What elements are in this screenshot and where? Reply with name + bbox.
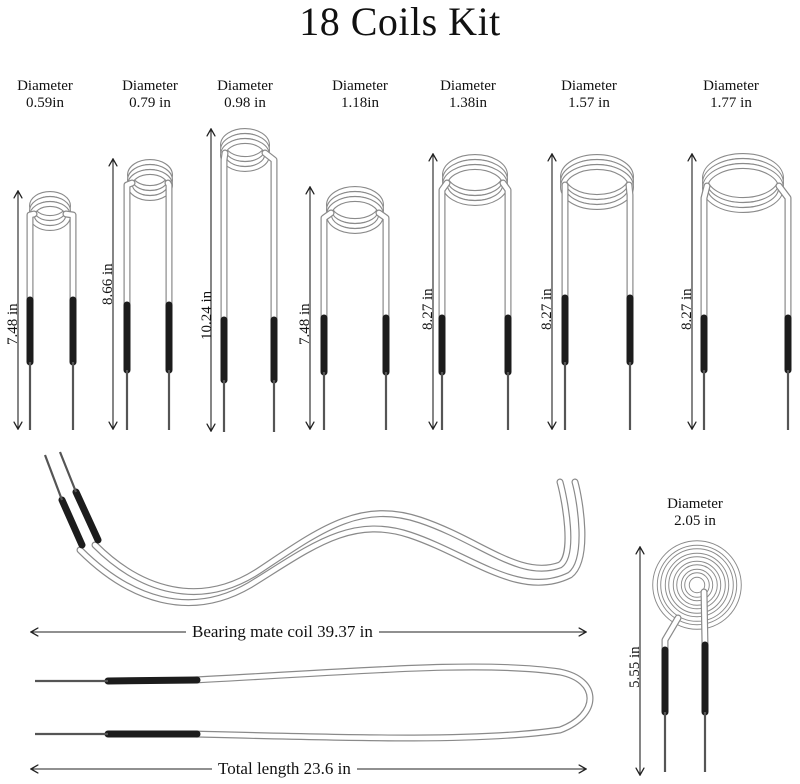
coil-7-left-lead <box>701 183 710 321</box>
pancake-ring <box>677 565 717 605</box>
coil-6-length: 8.27 in <box>539 288 555 330</box>
coil-6-right-lead <box>626 182 633 301</box>
coil-3-right-lead <box>262 150 277 323</box>
pancake-ring <box>669 557 725 613</box>
coil-5-length: 8.27 in <box>420 288 436 330</box>
coil-3-length: 10.24 in <box>199 290 215 340</box>
straight-coil-sleeve-top <box>104 676 201 685</box>
coil-4-left-lead <box>321 210 334 321</box>
straight-coil-label: Total length 23.6 in <box>212 759 357 778</box>
bearing-coil-wire-a <box>92 479 571 594</box>
coil-2-length: 8.66 in <box>100 263 116 305</box>
pancake-ring <box>661 549 733 621</box>
bearing-coil-pin-b <box>58 451 78 493</box>
coil-3-left-lead <box>221 150 228 323</box>
bearing-coil-pin-a <box>43 454 64 501</box>
coil-1-length: 7.48 in <box>5 303 21 345</box>
pancake-ring <box>653 541 741 629</box>
coil-1-right-lead <box>63 211 76 303</box>
bearing-coil-sleeve-a <box>58 496 86 549</box>
kit-title: 18 Coils Kit <box>299 0 501 44</box>
coil-2-left-lead <box>124 180 135 308</box>
pancake-coil-length: 5.55 in <box>627 646 643 688</box>
pancake-right-lead <box>701 589 708 648</box>
coil-1-left-lead <box>27 211 37 303</box>
coil-4-right-lead <box>376 210 389 321</box>
coil-7-length: 8.27 in <box>679 288 695 330</box>
coil-2-right-lead <box>165 180 172 308</box>
coil-5-left-lead <box>439 180 450 321</box>
straight-coil-wire <box>192 664 593 741</box>
bearing-coil-label: Bearing mate coil 39.37 in <box>186 622 379 641</box>
coil-7-right-lead <box>776 183 791 321</box>
bearing-coil-wire-b <box>77 479 585 605</box>
pancake-ring <box>685 573 709 597</box>
coil-5-right-lead <box>500 180 511 321</box>
bearing-coil-sleeve-b <box>72 488 102 544</box>
coil-4-length: 7.48 in <box>297 303 313 345</box>
